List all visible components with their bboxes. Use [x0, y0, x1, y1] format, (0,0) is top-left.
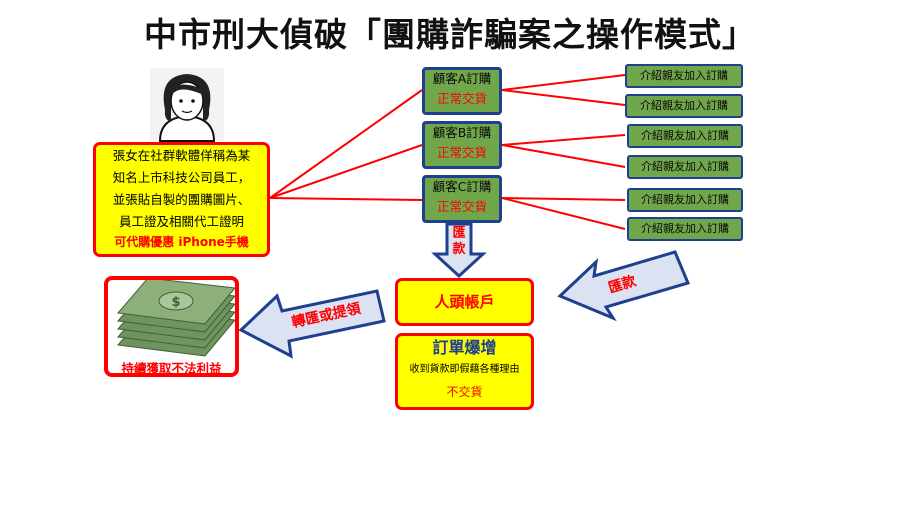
suspect-line-4: 員工證及相關代工證明: [118, 214, 244, 229]
dummy-account-box: 人頭帳戶: [395, 278, 534, 326]
customer-c-box: 顧客C訂購 正常交貨: [422, 175, 502, 223]
money-icon: $: [117, 277, 236, 357]
order-surge-box: 訂單爆增 收到貨款即假藉各種理由 不交貨: [395, 333, 534, 410]
customer-c-label: 顧客C訂購: [432, 179, 492, 194]
customer-a-label: 顧客A訂購: [432, 71, 492, 86]
customer-c-status: 正常交貨: [436, 199, 487, 214]
profit-box: [104, 276, 239, 377]
referral-4: 介紹親友加入訂購: [627, 155, 743, 179]
customer-b-status: 正常交貨: [436, 145, 487, 160]
customer-b-label: 顧客B訂購: [432, 125, 492, 140]
line-c-r6: [501, 197, 626, 230]
line-b-r3: [501, 134, 626, 146]
customer-a-box: 顧客A訂購 正常交貨: [422, 67, 502, 115]
suspect-offer: 可代購優惠 iPhone手機: [114, 235, 249, 249]
line-b-r4: [501, 144, 626, 168]
avatar-icon: [150, 68, 224, 142]
referral-3: 介紹親友加入訂購: [627, 124, 743, 148]
profit-label: 持續獲取不法利益: [121, 361, 222, 376]
suspect-box: 張女在社群軟體佯稱為某 知名上市科技公司員工， 並張貼自製的團購圖片、 員工證及…: [93, 142, 270, 257]
referral-1: 介紹親友加入訂購: [625, 64, 743, 88]
suspect-line-3: 並張貼自製的團購圖片、: [112, 192, 251, 207]
customer-b-box: 顧客B訂購 正常交貨: [422, 121, 502, 169]
line-a-r2: [501, 89, 626, 106]
remit-down-arrow: [431, 222, 487, 279]
line-a-r1: [501, 74, 626, 91]
suspect-line-2: 知名上市科技公司員工，: [112, 170, 251, 185]
svg-text:$: $: [171, 295, 180, 310]
referral-2: 介紹親友加入訂購: [625, 94, 743, 118]
page-title: 中市刑大偵破「團購詐騙案之操作模式」: [144, 15, 756, 54]
order-surge-no-delivery: 不交貨: [446, 385, 483, 399]
referral-6: 介紹親友加入訂購: [627, 217, 743, 241]
line-suspect-a: [269, 89, 423, 199]
line-suspect-c: [269, 197, 423, 201]
transfer-arrow: [238, 289, 386, 359]
order-surge-title: 訂單爆增: [432, 338, 497, 357]
customer-a-status: 正常交貨: [436, 91, 487, 106]
line-suspect-b: [269, 144, 423, 199]
referral-5: 介紹親友加入訂購: [627, 188, 743, 212]
remit-diag-arrow: [557, 250, 691, 322]
line-c-r5: [501, 197, 626, 201]
suspect-line-1: 張女在社群軟體佯稱為某: [112, 148, 251, 163]
order-surge-body: 收到貨款即假藉各種理由: [409, 364, 520, 375]
remit-down-label: 匯款: [452, 226, 466, 257]
